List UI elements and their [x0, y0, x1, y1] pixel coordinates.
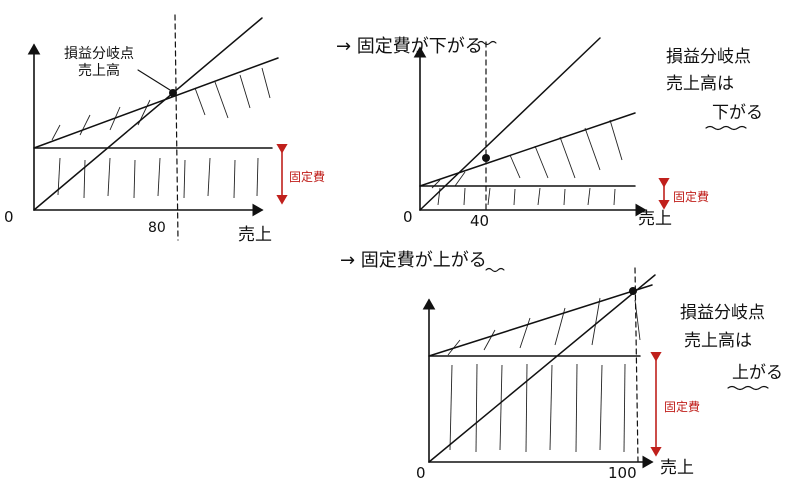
panel-1: 損益分岐点 売上高 0 80 売上 固定費	[4, 14, 325, 245]
panel3-heading-squiggle	[485, 267, 505, 273]
panel3-note-line3: 上がる	[732, 363, 783, 383]
panel1-bep-point	[169, 89, 177, 97]
panel3-x-axis-label: 売上	[660, 458, 694, 478]
panel1-bep-dashed-line	[174, 14, 179, 241]
panel-2: → 固定費が下がる 0 40 売上	[336, 36, 763, 230]
panel3-origin-label: 0	[416, 464, 426, 482]
panel2-total-cost-line	[419, 112, 636, 187]
panel2-heading: → 固定費が下がる	[336, 36, 483, 57]
panel1-origin-label: 0	[4, 208, 14, 226]
panel3-note-line2: 売上高は	[684, 331, 752, 351]
panel2-fixed-cost-hatch	[437, 187, 616, 206]
panel3-tick-label: 100	[608, 464, 637, 482]
panel3-variable-cost-hatch	[447, 297, 641, 356]
panel2-origin-label: 0	[403, 208, 413, 226]
panel1-bep-label-line2: 売上高	[78, 62, 120, 79]
panel1-fixed-cost-label: 固定費	[289, 169, 325, 184]
panel1-tick-label: 80	[148, 220, 166, 236]
panel2-note-squiggle	[705, 125, 747, 131]
panel2-note-line2: 売上高は	[666, 74, 734, 94]
panel3-total-cost-line	[428, 284, 653, 357]
panel2-note-line1: 損益分岐点	[666, 47, 751, 67]
panel2-heading-squiggle	[477, 40, 497, 46]
panel3-bep-point	[629, 287, 637, 295]
panel3-sales-line	[428, 274, 656, 463]
panel3-fixed-cost-label: 固定費	[664, 399, 700, 414]
panel2-sales-line	[419, 37, 601, 211]
panel3-heading: → 固定費が上がる	[340, 250, 487, 271]
panel3-note-squiggle	[727, 385, 769, 391]
panel1-bep-label-line1: 損益分岐点	[64, 46, 134, 62]
panel1-x-axis-label: 売上	[238, 225, 272, 245]
panel2-bep-point	[482, 154, 490, 162]
panel1-total-cost-line	[33, 57, 279, 149]
panel2-x-axis-label: 売上	[638, 209, 672, 229]
panel2-variable-cost-hatch	[431, 119, 623, 189]
panel2-fixed-cost-label: 固定費	[673, 189, 709, 204]
panel1-bep-leader	[137, 69, 171, 91]
panel3-note-line1: 損益分岐点	[680, 303, 765, 323]
panel3-bep-dashed-line	[634, 267, 639, 463]
panel2-tick-label: 40	[470, 212, 489, 230]
panel-3: → 固定費が上がる 0 100 売上	[340, 250, 783, 482]
panel1-sales-line	[33, 17, 263, 211]
panel3-fixed-cost-hatch	[449, 363, 626, 453]
panel2-note-line3: 下がる	[712, 103, 763, 123]
